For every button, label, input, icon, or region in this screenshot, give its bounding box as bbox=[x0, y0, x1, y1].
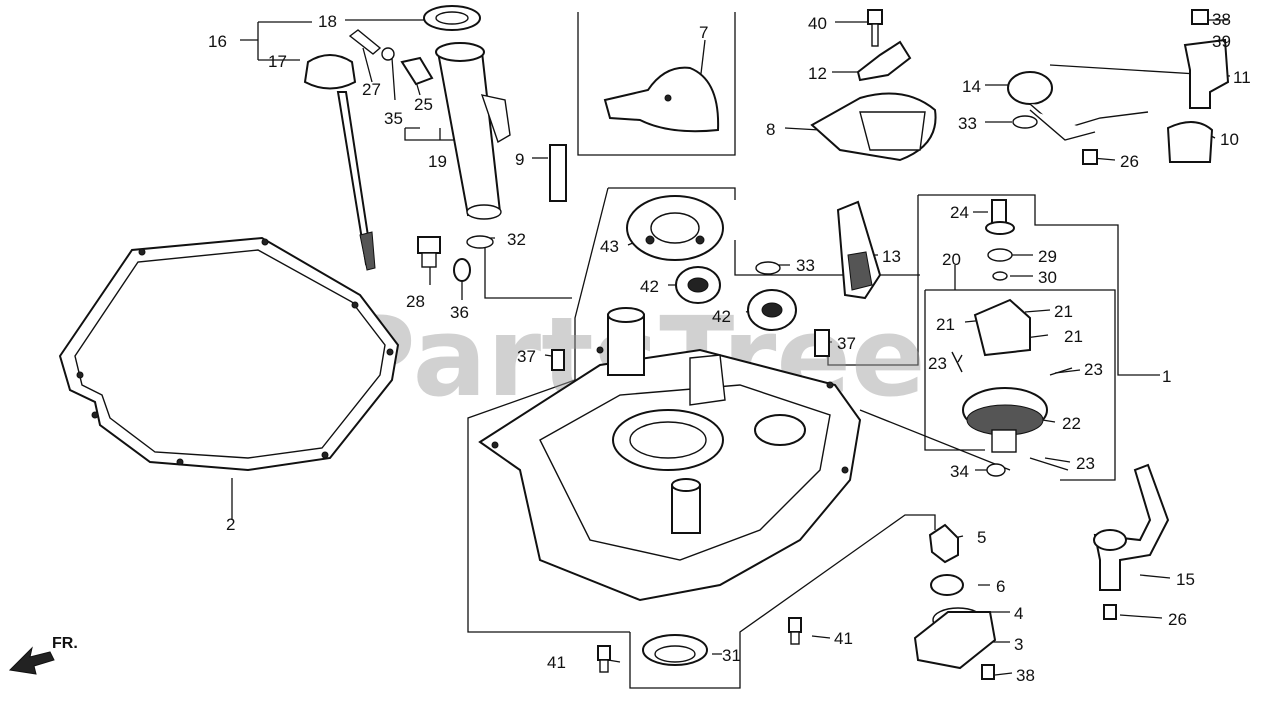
callout-11: 11 bbox=[1233, 68, 1251, 87]
callout-4: 4 bbox=[1014, 604, 1023, 623]
small-parts-33-37 bbox=[551, 261, 830, 371]
callout-31: 31 bbox=[722, 646, 741, 665]
callout-2: 2 bbox=[226, 515, 235, 534]
callout-23-bottom: 23 bbox=[1076, 454, 1095, 473]
callout-14: 14 bbox=[962, 77, 981, 96]
callout-8: 8 bbox=[766, 120, 775, 139]
crankcase-cover bbox=[478, 307, 862, 602]
callout-39: 39 bbox=[1212, 32, 1231, 51]
callout-18: 18 bbox=[318, 12, 337, 31]
callout-42-left: 42 bbox=[640, 277, 659, 296]
callout-42-right: 42 bbox=[712, 307, 731, 326]
callout-32: 32 bbox=[507, 230, 526, 249]
plate-7 bbox=[603, 66, 720, 133]
callout-15: 15 bbox=[1176, 570, 1195, 589]
callout-33-top: 33 bbox=[958, 114, 977, 133]
callout-28: 28 bbox=[406, 292, 425, 311]
callout-27: 27 bbox=[362, 80, 381, 99]
callout-29: 29 bbox=[1038, 247, 1057, 266]
gasket-2 bbox=[58, 236, 400, 472]
callout-7: 7 bbox=[699, 23, 708, 42]
callout-40: 40 bbox=[808, 14, 827, 33]
callout-13: 13 bbox=[882, 247, 901, 266]
bolts-41-seal-31 bbox=[597, 617, 802, 673]
callout-26-bottom: 26 bbox=[1168, 610, 1187, 629]
callout-34: 34 bbox=[950, 462, 969, 481]
callout-22: 22 bbox=[1062, 414, 1081, 433]
callout-21-left: 21 bbox=[936, 315, 955, 334]
switch-14-bracket-11-10 bbox=[1007, 9, 1230, 165]
seals-42 bbox=[675, 266, 797, 331]
callout-41-left: 41 bbox=[547, 653, 566, 672]
callout-16: 16 bbox=[208, 32, 227, 51]
front-direction-arrow: FR. bbox=[8, 635, 78, 675]
pin-9 bbox=[549, 144, 567, 202]
bearing-43 bbox=[626, 195, 724, 261]
callout-37-left: 37 bbox=[517, 347, 536, 366]
callout-26-top: 26 bbox=[1120, 152, 1139, 171]
callout-38-top: 38 bbox=[1212, 10, 1231, 29]
callout-33-middle: 33 bbox=[796, 256, 815, 275]
callout-25: 25 bbox=[414, 95, 433, 114]
callout-9: 9 bbox=[515, 150, 524, 169]
seal-18 bbox=[423, 5, 481, 31]
callout-17: 17 bbox=[268, 52, 287, 71]
filler-tube-19 bbox=[435, 42, 511, 220]
callout-10: 10 bbox=[1220, 130, 1239, 149]
callout-labels: 1 2 3 4 5 6 7 8 9 10 11 12 13 14 15 16 1… bbox=[208, 10, 1251, 685]
callout-24: 24 bbox=[950, 203, 969, 222]
callout-43: 43 bbox=[600, 237, 619, 256]
gasket-13 bbox=[836, 200, 882, 300]
callout-5: 5 bbox=[977, 528, 986, 547]
callout-35: 35 bbox=[384, 109, 403, 128]
callout-23-right: 23 bbox=[1084, 360, 1103, 379]
oil-filler-cap-17 bbox=[303, 54, 376, 271]
small-parts-27-35-25 bbox=[348, 29, 434, 86]
callout-12: 12 bbox=[808, 64, 827, 83]
callout-6: 6 bbox=[996, 577, 1005, 596]
callout-21-top: 21 bbox=[1054, 302, 1073, 321]
callout-1: 1 bbox=[1162, 367, 1171, 386]
bracket-12-bolt-40 bbox=[856, 9, 912, 82]
parts-5-6-4-3 bbox=[913, 523, 997, 680]
front-direction-label: FR. bbox=[52, 635, 78, 652]
callout-38-bottom: 38 bbox=[1016, 666, 1035, 685]
callout-20: 20 bbox=[942, 250, 961, 269]
callout-36: 36 bbox=[450, 303, 469, 322]
callout-19: 19 bbox=[428, 152, 447, 171]
callout-23-left: 23 bbox=[928, 354, 947, 373]
callout-37-right: 37 bbox=[837, 334, 856, 353]
plug-28-washer-36 bbox=[417, 235, 494, 282]
breather-8 bbox=[810, 92, 937, 162]
governor-assembly-20-22 bbox=[951, 199, 1073, 477]
callout-41-right: 41 bbox=[834, 629, 853, 648]
callout-21-right: 21 bbox=[1064, 327, 1083, 346]
callout-30: 30 bbox=[1038, 268, 1057, 287]
callout-3: 3 bbox=[1014, 635, 1023, 654]
lever-15 bbox=[1093, 463, 1170, 620]
